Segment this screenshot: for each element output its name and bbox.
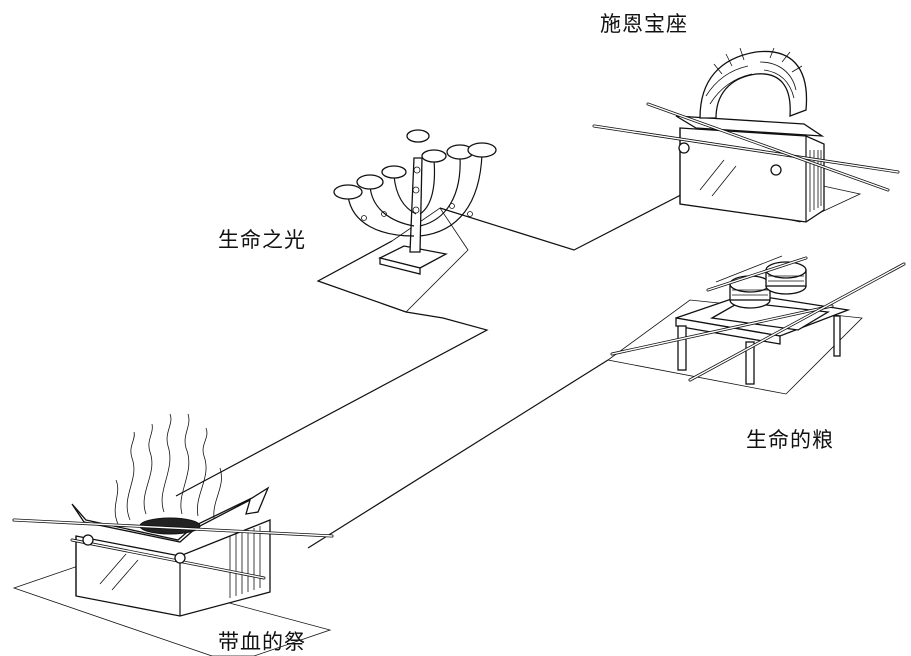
ark-of-covenant-icon — [592, 47, 900, 223]
label-light-of-life: 生命之光 — [218, 228, 306, 252]
label-mercy-seat: 施恩宝座 — [600, 12, 688, 36]
showbread-table-icon — [610, 256, 906, 385]
menorah-icon — [333, 129, 497, 275]
flames — [114, 413, 222, 525]
burning-altar-icon — [12, 413, 334, 617]
label-bread-of-life: 生命的粮 — [746, 428, 834, 452]
label-blood-sacrifice: 带血的祭 — [218, 630, 306, 654]
